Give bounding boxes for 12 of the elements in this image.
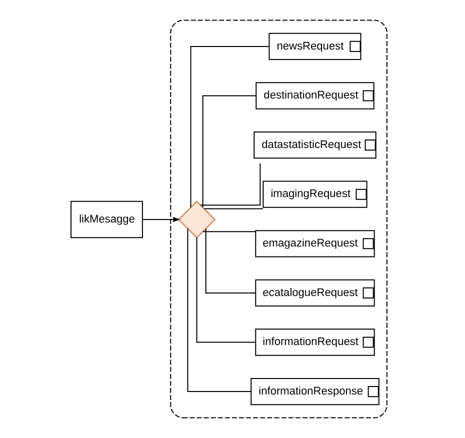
connector xyxy=(186,228,250,392)
arrow xyxy=(142,217,180,222)
node-diamond xyxy=(177,200,216,238)
connector xyxy=(196,238,256,343)
connector xyxy=(200,163,260,206)
connector xyxy=(204,208,262,210)
connector xyxy=(202,95,256,208)
connector xyxy=(202,231,256,232)
node-box: likMesagge xyxy=(70,200,142,238)
cluster xyxy=(170,20,387,418)
connector xyxy=(204,228,256,294)
connector xyxy=(190,46,269,208)
